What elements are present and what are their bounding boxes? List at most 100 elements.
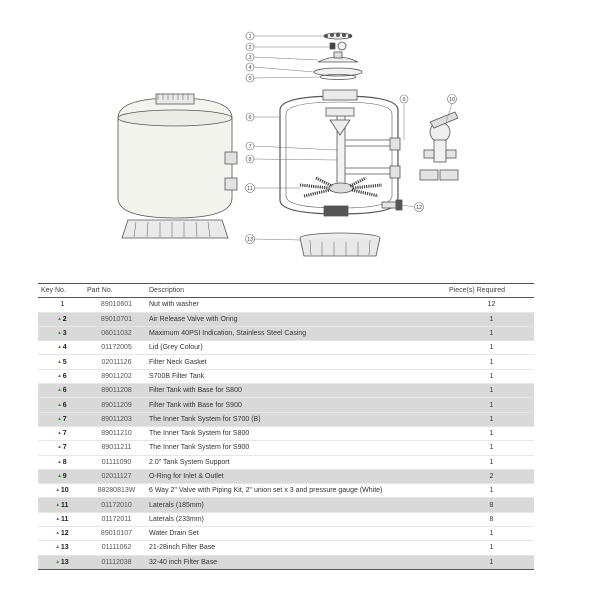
key-no-cell-text: 2 (62, 315, 67, 323)
pieces-cell: 8 (446, 512, 534, 526)
pieces-cell-text: 1 (489, 530, 494, 538)
part-no-cell: 89011202 (84, 369, 146, 383)
key-no-cell: ▴6 (38, 369, 84, 383)
header-key-no: Key No. (41, 287, 66, 295)
description-cell-text: Filter Tank with Base for S800 (149, 387, 242, 395)
key-no-cell-text: 6 (62, 372, 67, 380)
description-cell: Filter Neck Gasket (146, 355, 446, 369)
description-cell-text: Water Drain Set (149, 530, 199, 538)
callout-10: 10 (447, 94, 457, 104)
description-cell-text: The Inner Tank System for S900 (149, 444, 250, 452)
pieces-cell: 1 (446, 326, 534, 340)
six-way-valve (419, 111, 459, 181)
pieces-cell-text: 1 (489, 387, 494, 395)
svg-text:7: 7 (248, 144, 251, 150)
key-no-cell-text: 10 (60, 487, 69, 495)
description-cell: Filter Tank with Base for S800 (146, 384, 446, 398)
pieces-cell-text: 1 (489, 372, 494, 380)
row-marker-icon: ▴ (58, 415, 61, 422)
pieces-cell-text: 1 (489, 487, 494, 495)
laterals (299, 176, 383, 198)
pieces-cell: 1 (446, 541, 534, 555)
part-no-cell-text: 02011127 (101, 473, 132, 480)
description-cell-text: 6 Way 2" Valve with Piping Kit, 2" union… (149, 487, 383, 495)
part-no-cell: 89010601 (84, 298, 146, 312)
description-cell: Laterals (233mm) (146, 512, 446, 526)
description-cell: Water Drain Set (146, 527, 446, 541)
key-no-cell: ▴11 (38, 512, 84, 526)
pieces-cell-text: 8 (489, 515, 494, 523)
key-no-cell-text: 7 (62, 444, 67, 452)
svg-text:9: 9 (402, 97, 405, 103)
row-marker-icon: ▴ (56, 487, 59, 494)
table-row: 1 89010601 Nut with washer 12 (38, 298, 534, 313)
pieces-cell-text: 1 (489, 444, 494, 452)
description-cell-text: Filter Neck Gasket (149, 358, 207, 366)
description-cell: Nut with washer (146, 298, 446, 312)
table-header-row: Key No. Part No. Description Piece(s) Re… (38, 283, 534, 298)
svg-text:13: 13 (247, 237, 253, 243)
pieces-cell: 1 (446, 355, 534, 369)
row-marker-icon: ▴ (56, 501, 60, 508)
callout-9: 9 (399, 94, 409, 104)
description-cell-text: 32-40 inch Filter Base (149, 558, 218, 566)
description-cell-text: 21-28inch Filter Base (149, 544, 216, 552)
row-marker-icon: ▴ (56, 558, 59, 565)
pieces-cell: 1 (446, 527, 534, 541)
pieces-cell-text: 1 (489, 415, 494, 423)
pieces-cell: 1 (446, 398, 534, 412)
description-cell-text: 2.0" Tank System Support (149, 458, 230, 466)
pieces-cell: 1 (446, 312, 534, 326)
row-marker-icon: ▴ (58, 473, 61, 479)
svg-text:12: 12 (416, 205, 422, 211)
callout-7: 7 (245, 141, 255, 151)
key-no-cell-text: 6 (62, 401, 67, 409)
row-marker-icon: ▴ (56, 544, 59, 551)
description-cell: 2.0" Tank System Support (146, 455, 446, 469)
parts-list-table: Key No. Part No. Description Piece(s) Re… (38, 283, 534, 570)
description-cell-text: Nut with washer (149, 301, 199, 309)
row-marker-icon: ▴ (58, 444, 61, 451)
part-no-cell: 02011127 (84, 469, 146, 483)
description-cell: S700B Filter Tank (146, 369, 446, 383)
part-no-cell: 89011210 (84, 426, 146, 440)
header-part-no: Part No. (87, 287, 113, 295)
key-no-cell-text: 13 (60, 558, 69, 566)
key-no-cell: ▴11 (38, 498, 84, 512)
callout-13: 13 (245, 234, 255, 244)
part-no-cell-text: 01112038 (101, 558, 132, 566)
key-no-cell: ▴6 (38, 398, 84, 412)
key-no-cell: ▴12 (38, 527, 84, 541)
description-cell-text: Laterals (233mm) (149, 515, 204, 523)
part-no-cell-text: 89010601 (100, 301, 133, 309)
table-row: ▴13 01112038 32-40 inch Filter Base 1 (38, 555, 534, 570)
callout-2: 2 (245, 42, 255, 52)
key-no-cell-text: 8 (62, 458, 67, 466)
key-no-cell-text: 1 (60, 301, 65, 309)
row-marker-icon: ▴ (58, 344, 61, 351)
callout-3: 3 (245, 52, 255, 62)
description-cell: The Inner Tank System for S700 (B) (146, 412, 446, 426)
pieces-cell: 8 (446, 498, 534, 512)
key-no-cell: ▴2 (38, 312, 84, 326)
callout-6: 6 (245, 112, 255, 122)
pieces-cell: 1 (446, 555, 534, 569)
part-no-cell: 01172010 (84, 498, 146, 512)
pieces-cell: 1 (446, 484, 534, 498)
pieces-cell-text: 1 (489, 315, 494, 323)
pieces-cell-text: 12 (487, 301, 496, 309)
row-marker-icon: ▴ (58, 315, 61, 322)
key-no-cell-text: 7 (62, 430, 67, 438)
header-description: Description (149, 287, 185, 295)
key-no-cell: ▴9 (38, 469, 84, 483)
pieces-cell: 1 (446, 369, 534, 383)
pieces-cell-text: 1 (489, 458, 494, 466)
key-no-cell: ▴10 (38, 484, 84, 498)
